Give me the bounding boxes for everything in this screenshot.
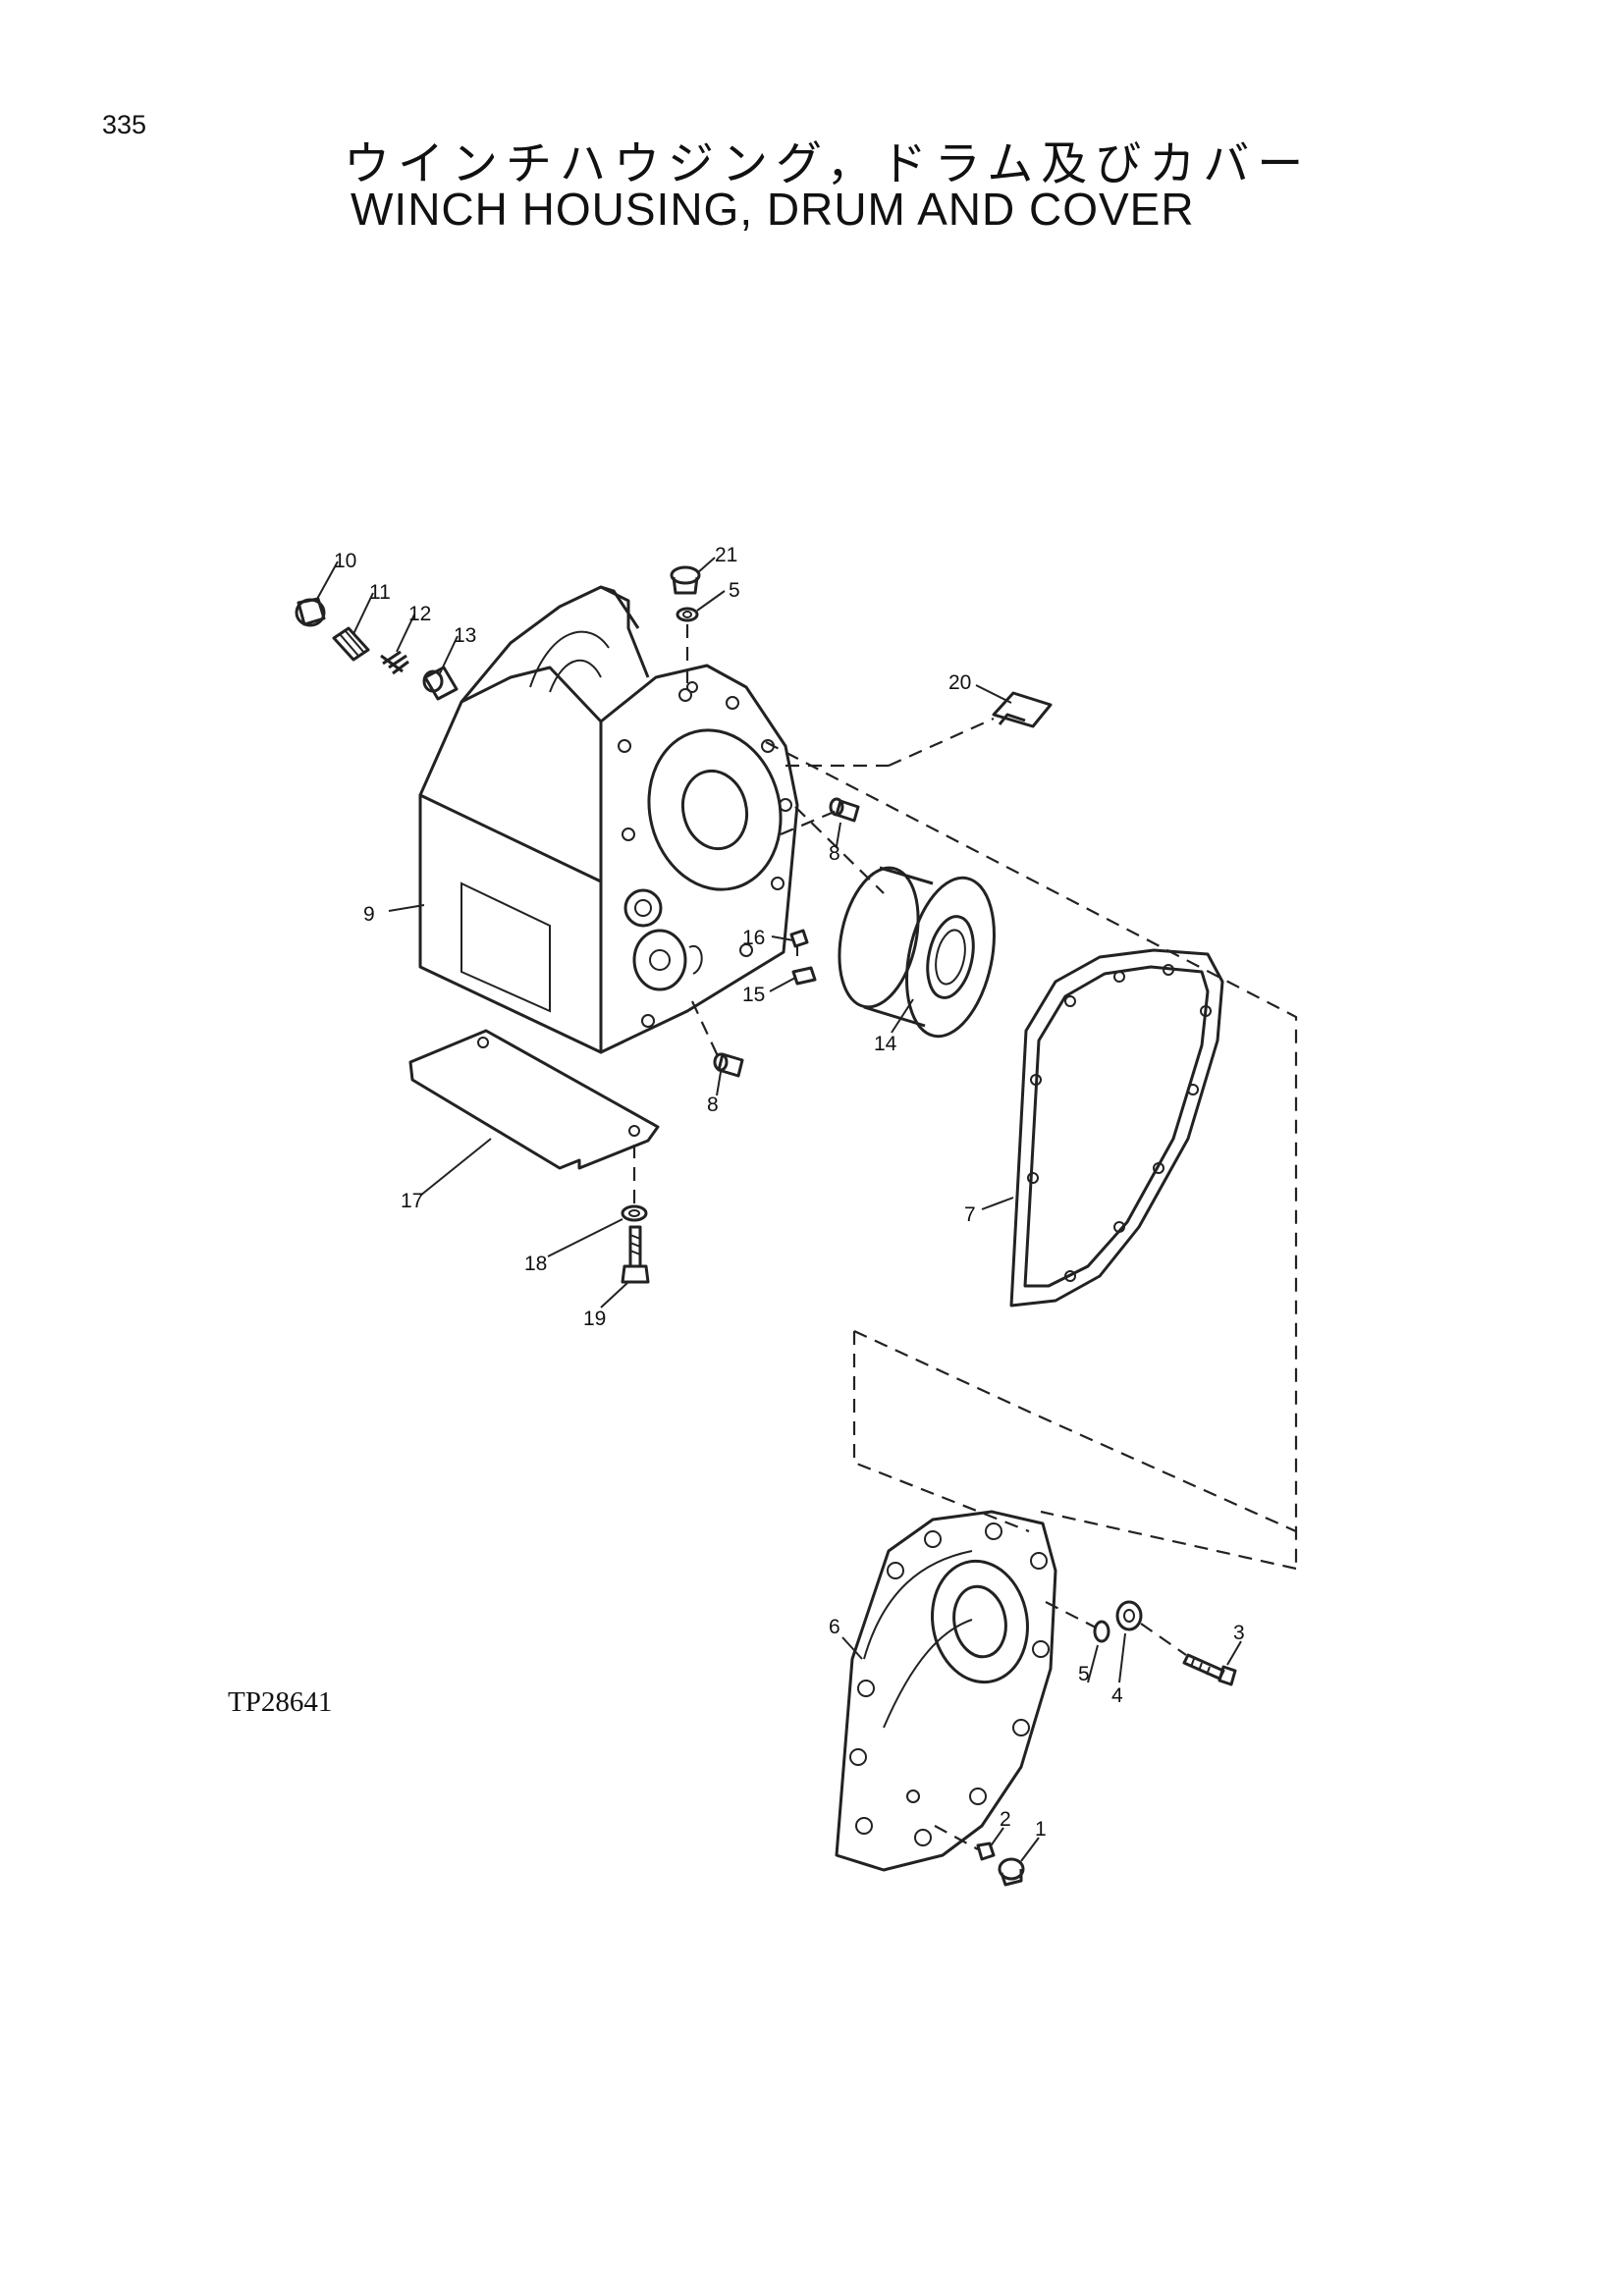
cover-plate-part-17 [408,1029,660,1170]
washer-part-5-bottom [1093,1620,1110,1643]
callout-11: 11 [369,581,391,604]
callout-2: 2 [1000,1808,1011,1831]
callout-5-bottom: 5 [1078,1663,1090,1685]
title-japanese: ウインチハウジング，ドラム及びカバー [344,137,1312,191]
drum-part-14 [838,866,996,1039]
plug-part-4 [1115,1600,1143,1631]
callout-8-upper: 8 [829,842,840,865]
callout-10: 10 [334,550,356,572]
leader-lines [315,557,1242,1862]
alignment-dashes [632,624,1298,1850]
winch-housing-part-9 [418,585,799,1054]
callout-20: 20 [948,671,971,694]
plug-part-1 [998,1857,1025,1887]
page-number: 335 [102,110,147,139]
title-english: WINCH HOUSING, DRUM AND COVER [351,184,1195,235]
callout-1: 1 [1035,1818,1047,1841]
callout-labels: 10 11 12 13 21 5 20 8 9 16 15 14 8 7 17 … [334,544,1245,1841]
callout-21: 21 [715,544,737,566]
washer-part-2 [976,1842,996,1861]
callout-7: 7 [964,1203,976,1226]
callout-18: 18 [524,1253,547,1275]
callout-8-lower: 8 [707,1094,719,1116]
washer-part-18 [621,1204,648,1222]
callout-4: 4 [1111,1684,1123,1707]
callout-9: 9 [363,903,375,926]
gasket-part-7 [1009,948,1224,1308]
bolt-part-19 [621,1225,650,1284]
plug-part-21 [670,565,701,595]
callout-14: 14 [874,1033,897,1055]
callout-3: 3 [1233,1622,1245,1644]
callout-17: 17 [401,1190,423,1212]
callout-6: 6 [829,1616,840,1638]
callout-15: 15 [742,984,765,1006]
callout-5-top: 5 [729,579,740,602]
end-cover-part-6 [835,1510,1057,1872]
bolt-part-3 [1182,1653,1237,1686]
spring-part-11 [332,626,370,662]
callout-12: 12 [408,603,431,625]
bolt-part-16 [789,929,809,956]
callout-13: 13 [454,624,476,647]
plate-part-15 [791,966,817,986]
callout-19: 19 [583,1308,606,1330]
spring-part-12 [380,650,409,675]
drawing-code: TP28641 [228,1686,333,1718]
plug-part-10 [295,597,326,627]
spacer-part-13 [422,666,459,701]
washer-part-5-top [676,607,699,622]
dowel-pin-part-8-lower [713,1052,744,1078]
callout-16: 16 [742,927,765,949]
dowel-pin-part-8-upper [829,797,860,823]
